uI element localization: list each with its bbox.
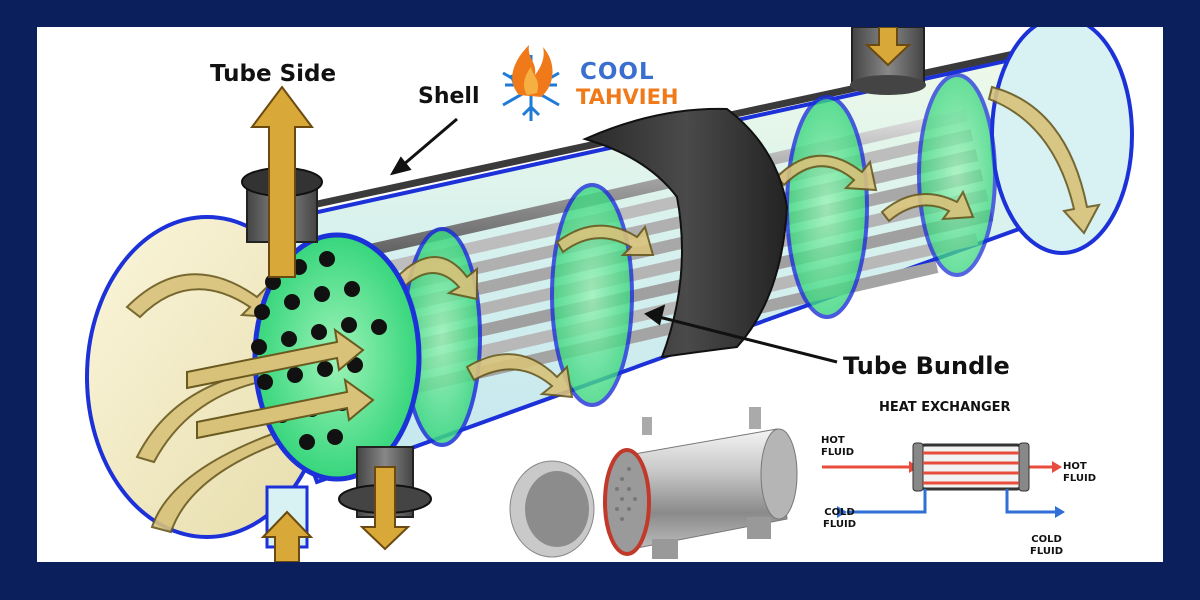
- schematic-title: HEAT EXCHANGER: [879, 400, 1011, 415]
- hot-fluid-out-label: HOT FLUID: [1063, 461, 1096, 484]
- cold-inlet-line: [847, 489, 927, 514]
- tube-side-inlet-arrow: [260, 510, 314, 562]
- diagram-canvas: Tube Side Shell Tube Bundle COOL TAHVIEH: [37, 27, 1163, 562]
- shell-label: Shell: [418, 84, 480, 109]
- tube-bundle-label: Tube Bundle: [843, 352, 1010, 380]
- cold-outlet-line: [1005, 489, 1055, 514]
- tube-side-label: Tube Side: [210, 61, 337, 87]
- cool-tahvieh-logo: COOL TAHVIEH: [491, 35, 691, 125]
- shell-and-tube-illustration: [85, 27, 1134, 562]
- heat-exchanger-photo: [509, 407, 798, 559]
- cold-fluid-out-label: COLD FLUID: [1030, 534, 1063, 557]
- shell-flow-arrows: [395, 85, 1101, 399]
- flame-snowflake-icon: [502, 45, 560, 121]
- shell-inlet-arrow: [864, 27, 912, 67]
- tube-side-up-arrow: [250, 85, 314, 278]
- tube-side-inlet-arrows: [186, 327, 375, 440]
- label-pointers: [389, 117, 838, 364]
- logo-text-tahvieh: TAHVIEH: [576, 85, 679, 109]
- baffle-3: [785, 95, 869, 319]
- heat-exchanger-schematic: HEAT EXCHANGER: [807, 387, 1096, 562]
- logo-text-cool: COOL: [580, 59, 655, 85]
- hot-fluid-in-label: HOT FLUID: [821, 435, 854, 458]
- cold-fluid-in-label: COLD FLUID: [823, 507, 856, 530]
- baffle-4: [917, 73, 997, 277]
- schematic-drawing: [822, 442, 1065, 518]
- shell-outlet-arrow: [359, 466, 411, 551]
